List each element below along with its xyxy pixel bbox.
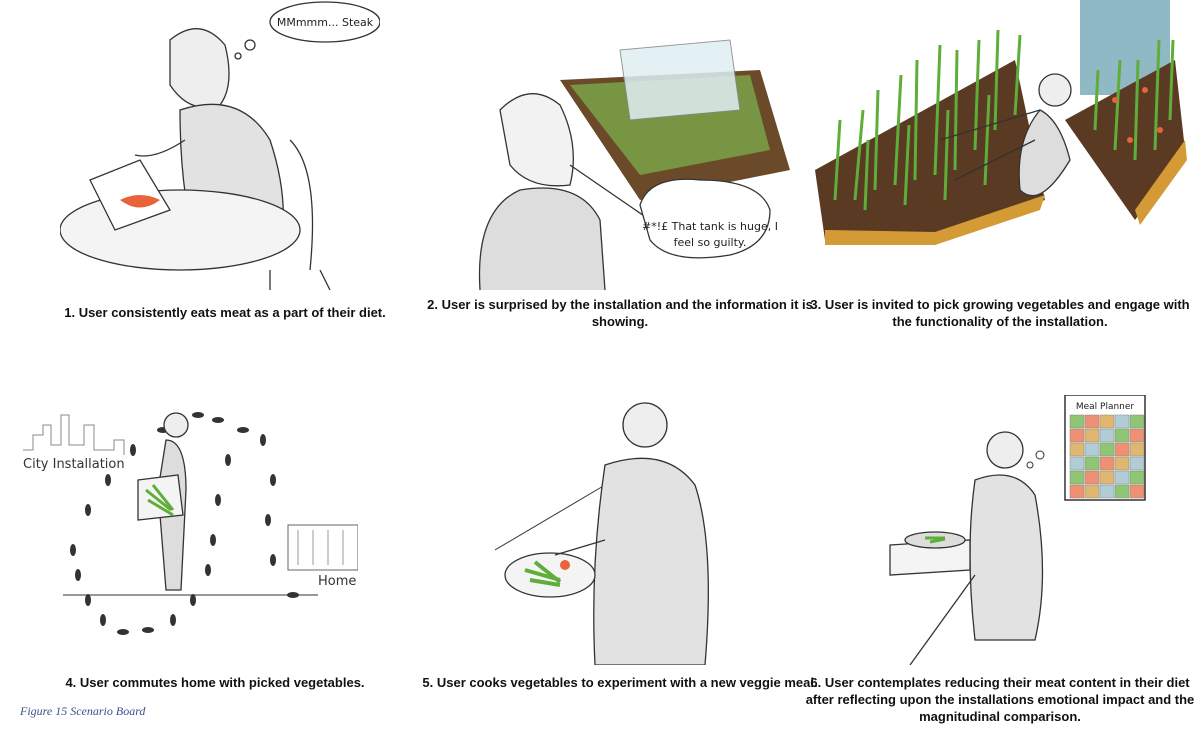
planner-cell <box>1084 428 1100 443</box>
planner-cell <box>1129 414 1145 429</box>
planner-cell <box>1129 442 1145 457</box>
meal-planner-title: Meal Planner <box>1076 402 1135 412</box>
thought-bubble <box>269 1 380 43</box>
planner-cell <box>1114 428 1130 443</box>
illustration-installation-surprise: #*!£ That tank is huge, I feel so guilty… <box>478 39 790 290</box>
caption-6: 6. User contemplates reducing their meat… <box>805 675 1195 724</box>
planner-cell <box>1129 484 1145 499</box>
planner-cell <box>1084 456 1100 471</box>
caption-1: 1. User consistently eats meat as a part… <box>64 305 386 320</box>
planner-cell <box>1099 484 1115 499</box>
illustration-picking-vegetables <box>815 0 1187 245</box>
planner-cell <box>1099 414 1115 429</box>
planner-cell <box>1114 414 1130 429</box>
caption-3: 3. User is invited to pick growing veget… <box>810 297 1190 329</box>
speech-text: MMmmm... Steak <box>277 16 374 29</box>
planner-cell <box>1084 484 1100 499</box>
label-home: Home <box>318 574 356 589</box>
caption-2: 2. User is surprised by the installation… <box>427 297 813 329</box>
planner-cell <box>1114 442 1130 457</box>
planner-cell <box>1129 428 1145 443</box>
planner-cell <box>1114 484 1130 499</box>
planner-cell <box>1069 428 1085 443</box>
planner-cell <box>1099 456 1115 471</box>
planner-cell <box>1129 470 1145 485</box>
figure-caption: Figure 15 Scenario Board <box>20 704 146 718</box>
illustration-commute-home: City Installation Home <box>23 412 358 635</box>
planner-cell <box>1084 470 1100 485</box>
caption-4: 4. User commutes home with picked vegeta… <box>65 675 365 690</box>
planner-cell <box>1099 428 1115 443</box>
illustration-contemplating: Meal Planner <box>889 395 1146 665</box>
planner-cell <box>1084 442 1100 457</box>
planner-cell <box>1114 456 1130 471</box>
speech-line-1: #*!£ That tank is huge, I <box>642 220 778 233</box>
planner-cell <box>1069 414 1085 429</box>
planner-cell <box>1084 414 1100 429</box>
label-city-installation: City Installation <box>23 457 125 472</box>
meal-planner-grid <box>1069 414 1145 499</box>
planner-cell <box>1129 456 1145 471</box>
planner-cell <box>1069 456 1085 471</box>
planner-cell <box>1099 442 1115 457</box>
planner-cell <box>1069 470 1085 485</box>
illustration-eating-steak: MMmmm... Steak <box>60 1 380 290</box>
planner-cell <box>1114 470 1130 485</box>
planner-cell <box>1099 470 1115 485</box>
planner-cell <box>1069 484 1085 499</box>
illustration-cooking <box>495 402 709 665</box>
speech-line-2: feel so guilty. <box>674 236 747 249</box>
planner-cell <box>1069 442 1085 457</box>
caption-5: 5. User cooks vegetables to experiment w… <box>422 675 818 690</box>
